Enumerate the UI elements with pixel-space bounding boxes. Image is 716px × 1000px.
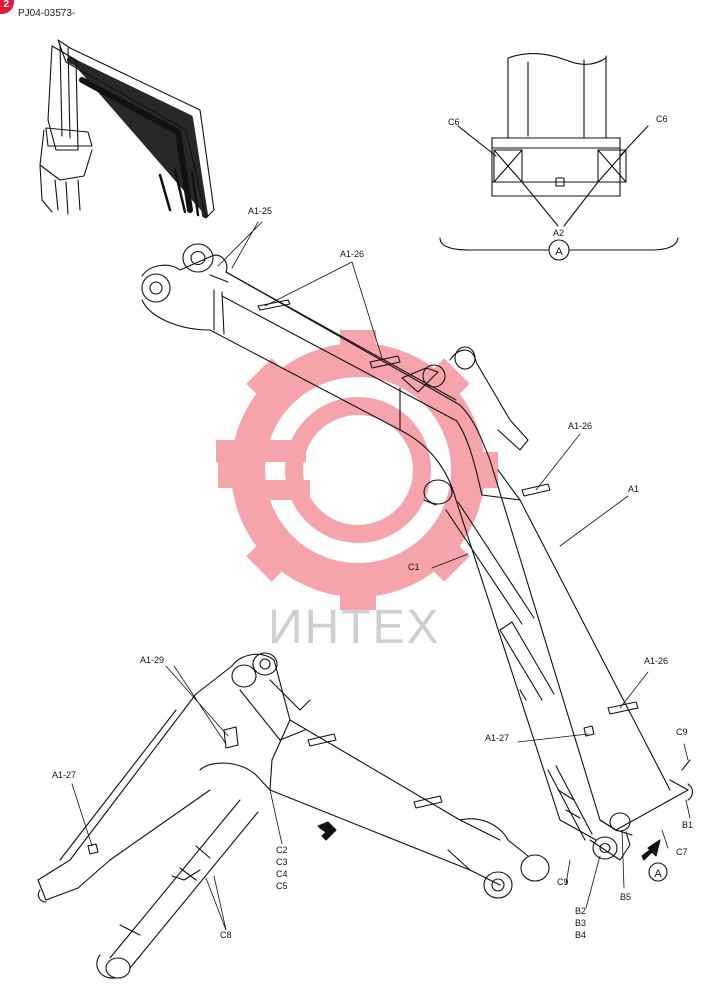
document-code: PJ04-03573- xyxy=(18,8,76,19)
watermark-gear-ring xyxy=(285,397,431,543)
label-c7: C7 xyxy=(676,847,688,857)
view-a-arrow xyxy=(641,839,668,882)
watermark-text: ИНТЕХ xyxy=(268,601,441,654)
label-a1-26-top: A1-26 xyxy=(340,249,365,259)
excavator-thumbnail xyxy=(39,39,215,219)
label-c6-left: C6 xyxy=(448,117,460,127)
label-a1-27-left: A1-27 xyxy=(52,770,77,780)
label-b4: B4 xyxy=(575,930,587,940)
label-a1-29: A1-29 xyxy=(140,655,165,665)
label-a1-26-low: A1-26 xyxy=(644,656,669,666)
label-a1-27-right: A1-27 xyxy=(485,733,510,743)
main-boom xyxy=(141,243,694,861)
label-c8: C8 xyxy=(220,930,232,940)
label-c9-top: C9 xyxy=(676,727,688,737)
view-arrow-letter: A xyxy=(654,868,662,880)
label-a1-25: A1-25 xyxy=(248,206,273,216)
label-c2: C2 xyxy=(276,845,288,855)
label-b2: B2 xyxy=(575,906,587,916)
label-c1: C1 xyxy=(408,562,420,572)
leader-lines xyxy=(71,221,691,931)
label-c9-bottom: C9 xyxy=(557,877,569,887)
detail-view-letter: A xyxy=(555,246,563,258)
label-a2: A2 xyxy=(553,228,565,238)
watermark-gear-bar xyxy=(240,480,310,500)
label-c6-right: C6 xyxy=(656,114,668,124)
arm xyxy=(37,652,550,979)
label-b5: B5 xyxy=(620,892,632,902)
watermark-gear-ring xyxy=(231,343,485,597)
label-b3: B3 xyxy=(575,918,587,928)
watermark-gear-bar xyxy=(216,440,306,462)
label-c3: C3 xyxy=(276,857,288,867)
label-a1-26-mid: A1-26 xyxy=(568,421,593,431)
label-a1: A1 xyxy=(628,484,640,494)
label-c4: C4 xyxy=(276,869,288,879)
label-b-group: B2 B3 B4 xyxy=(575,906,586,940)
detail-view-a xyxy=(439,52,679,261)
label-c-group: C2 C3 C4 C5 xyxy=(276,845,288,891)
label-b1: B1 xyxy=(682,820,694,830)
label-c5: C5 xyxy=(276,881,288,891)
